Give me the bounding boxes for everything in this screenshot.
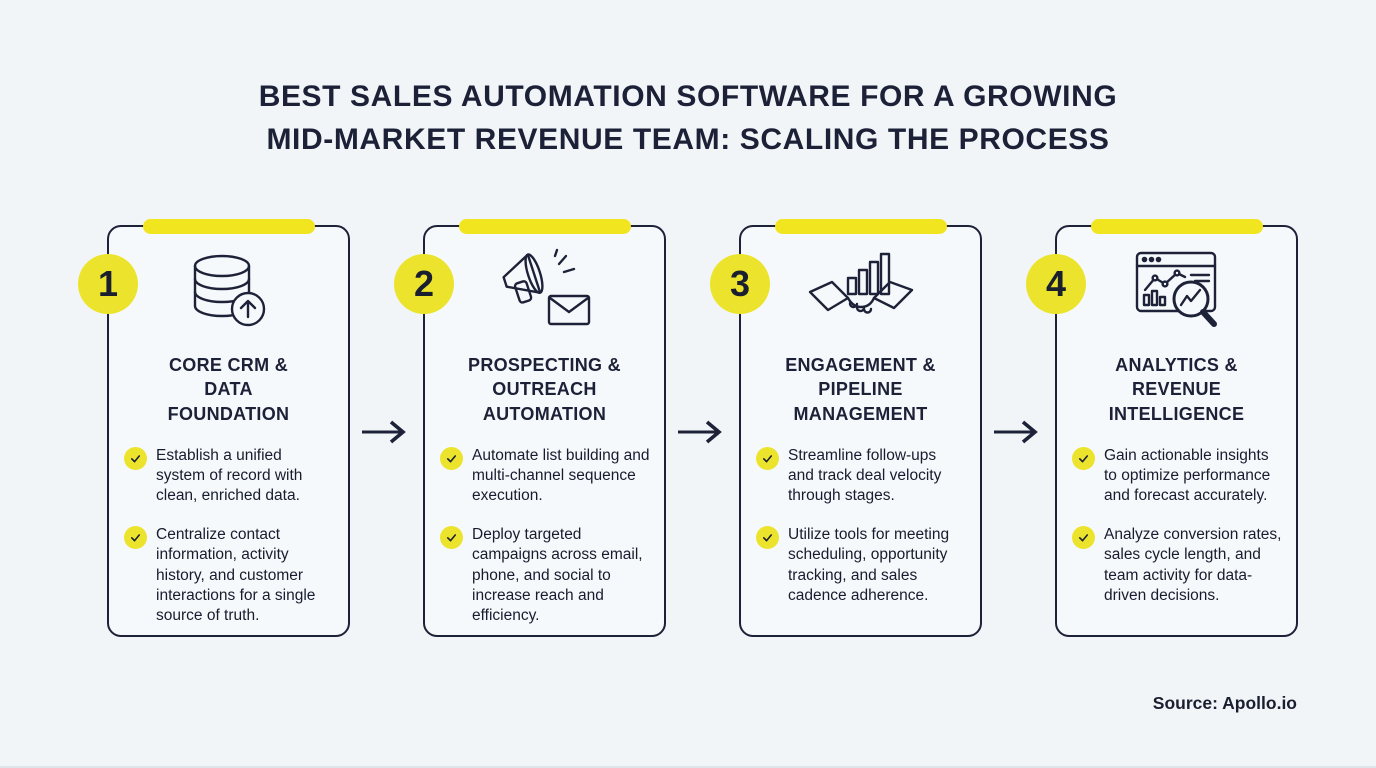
arrow-right-icon	[350, 225, 423, 637]
bullet-text: Centralize contact information, activity…	[156, 526, 316, 624]
bullet-text: Analyze conversion rates, sales cycle le…	[1104, 526, 1282, 604]
step-title: ENGAGEMENT & PIPELINE MANAGEMENT	[785, 355, 936, 424]
check-icon	[440, 446, 463, 470]
step-title: CORE CRM & DATA FOUNDATION	[167, 355, 290, 424]
database-upload-icon	[109, 243, 348, 343]
step-card-1: 1 CORE CRM & DATA FOUNDATION	[78, 219, 350, 637]
bullet-text: Utilize tools for meeting scheduling, op…	[788, 526, 950, 604]
step-number-badge: 3	[710, 254, 770, 314]
bullet-text: Establish a unified system of record wit…	[156, 446, 303, 505]
card-accent-bar	[458, 219, 631, 234]
step-card-2: 2	[394, 219, 666, 637]
bullet-text: Streamline follow-ups and track deal vel…	[788, 446, 942, 505]
source-attribution: Source: Apollo.io	[1152, 693, 1297, 713]
step-number-badge: 4	[1026, 254, 1086, 314]
bullet-text: Automate list building and multi-channel…	[472, 446, 650, 505]
check-icon	[756, 446, 779, 470]
check-icon	[124, 526, 147, 550]
step-number: 4	[1045, 263, 1067, 304]
step-bullets: Automate list building and multi-channel…	[425, 446, 664, 626]
analytics-magnifier-icon	[1057, 243, 1296, 343]
step-title: PROSPECTING & OUTREACH AUTOMATION	[468, 355, 621, 424]
bullet-item: Utilize tools for meeting scheduling, op…	[756, 525, 966, 606]
check-icon	[756, 526, 779, 550]
step-card-4: 4	[1026, 219, 1298, 637]
step-number-badge: 2	[394, 254, 454, 314]
step-title: ANALYTICS & REVENUE INTELLIGENCE	[1108, 355, 1245, 424]
check-icon	[124, 446, 147, 470]
check-icon	[1072, 526, 1095, 550]
step-bullets: Streamline follow-ups and track deal vel…	[741, 446, 980, 606]
bullet-item: Analyze conversion rates, sales cycle le…	[1072, 525, 1282, 606]
bullet-item: Gain actionable insights to optimize per…	[1072, 446, 1282, 506]
step-number: 3	[729, 263, 751, 304]
step-bullets: Gain actionable insights to optimize per…	[1057, 446, 1296, 606]
bullet-item: Deploy targeted campaigns across email, …	[440, 525, 650, 626]
card-accent-bar	[142, 219, 315, 234]
step-bullets: Establish a unified system of record wit…	[109, 446, 348, 626]
card-accent-bar	[774, 219, 947, 234]
page-title: BEST SALES AUTOMATION SOFTWARE FOR A GRO…	[258, 80, 1118, 156]
card-accent-bar	[1090, 219, 1263, 234]
bullet-text: Deploy targeted campaigns across email, …	[472, 526, 643, 624]
step-number: 1	[97, 263, 119, 304]
arrow-right-icon	[982, 225, 1055, 637]
bullet-item: Centralize contact information, activity…	[124, 525, 334, 626]
bullet-item: Automate list building and multi-channel…	[440, 446, 650, 506]
check-icon	[440, 526, 463, 550]
step-card-3: 3 E	[710, 219, 982, 637]
check-icon	[1072, 446, 1095, 470]
bullet-text: Gain actionable insights to optimize per…	[1104, 446, 1271, 505]
bullet-item: Establish a unified system of record wit…	[124, 446, 334, 506]
step-number-badge: 1	[78, 254, 138, 314]
step-number: 2	[413, 263, 435, 304]
arrow-right-icon	[666, 225, 739, 637]
bullet-item: Streamline follow-ups and track deal vel…	[756, 446, 966, 506]
megaphone-email-icon	[425, 243, 664, 343]
handshake-growth-icon	[741, 243, 980, 343]
steps-row: 1 CORE CRM & DATA FOUNDATION	[78, 219, 1298, 637]
